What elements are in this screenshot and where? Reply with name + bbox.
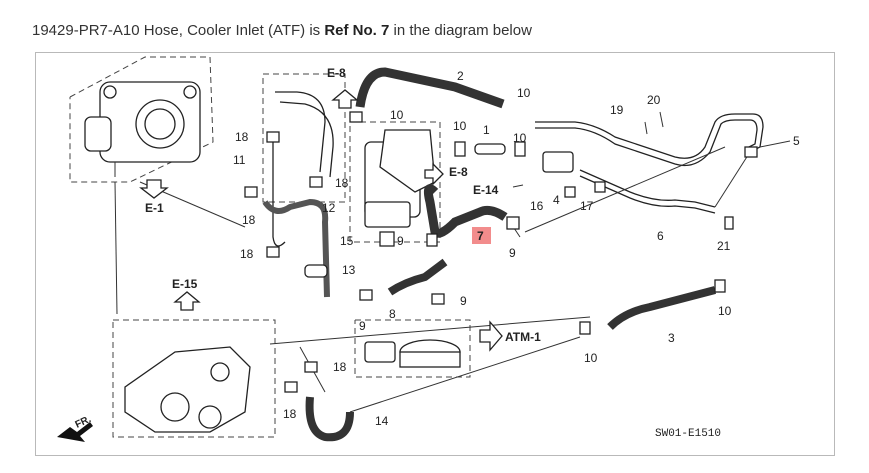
label: 2 [457,69,464,83]
label: 9 [359,319,366,333]
throttle-body [84,81,201,177]
label: 9 [397,234,404,248]
hose-8 [387,258,448,296]
label: 7 [477,229,484,243]
diagram-frame [35,52,835,456]
label: 18 [240,247,254,261]
label: E-14 [473,183,499,197]
label: E-8 [327,66,346,80]
label: ATM-1 [505,330,541,344]
caption-ref-number: Ref No. 7 [324,22,390,39]
label: E-1 [145,201,164,215]
label: 13 [342,263,356,277]
ref-7-highlight [472,227,491,244]
arrow-down-icon [139,179,169,199]
label: 18 [333,360,347,374]
caption-part-text: 19429-PR7-A10 Hose, Cooler Inlet (ATF) i… [32,22,321,39]
label: 10 [390,108,404,122]
label: 18 [242,213,256,227]
label: E-15 [172,277,198,291]
upper-tube-2 [279,101,334,178]
hose-7 [423,184,508,238]
clamp-10a [454,141,466,157]
diagram-code: SW01-E1510 [655,428,721,440]
cooler-line-5 [535,113,764,159]
fr-arrow-icon [57,422,93,442]
filter-outline [349,121,441,243]
label: 18 [283,407,297,421]
label: 14 [375,414,389,428]
atf-filter [364,129,436,228]
arrow-up-icon-2 [173,291,201,311]
label: 6 [657,229,664,243]
label: 10 [513,131,527,145]
arrow-up-icon [331,89,359,109]
cooler-line-6b [579,175,716,214]
label: 4 [553,193,560,207]
label: 15 [340,234,354,248]
label: 5 [793,134,800,148]
label: 16 [530,199,544,213]
upper-tube [275,91,326,173]
hose-1 [474,143,506,155]
cooler-line-5b [535,119,758,167]
cooler-line-6 [579,169,716,208]
hose-12 [262,198,330,298]
label: 9 [460,294,467,308]
arrow-icons [57,89,524,442]
label: 18 [235,130,249,144]
caption: 19429-PR7-A10 Hose, Cooler Inlet (ATF) i… [32,22,532,39]
label: 1 [483,123,490,137]
arrow-right-icon-2 [479,320,503,352]
label: 10 [453,119,467,133]
label: E-8 [449,165,468,179]
parts-diagram: 2 10 10 1 10 19 20 5 10 18 11 18 E-8 E-1… [57,56,800,442]
thermostat-outline [112,319,276,438]
clamps [244,111,758,393]
part-labels: 2 10 10 1 10 19 20 5 10 18 11 18 E-8 E-1… [145,66,800,428]
label: 12 [322,201,336,215]
atf-cooler [364,339,461,368]
label: 17 [580,199,594,213]
label: 11 [233,153,246,167]
hose-3 [607,286,717,330]
cooler-outline [354,319,471,378]
label: 9 [509,246,516,260]
throttle-body-outline [69,56,214,183]
label: 20 [647,93,661,107]
hose-14 [305,396,354,442]
thermostat-housing [124,346,251,433]
label: 21 [717,239,731,253]
label: 10 [584,351,598,365]
caption-suffix: in the diagram below [393,22,532,39]
clamp-10b [514,141,526,157]
union-4 [542,151,574,173]
breather-hose-outline [262,73,346,203]
label: 10 [517,86,531,100]
hose-11 [272,142,286,247]
label: 10 [718,304,732,318]
label: 18 [335,176,349,190]
label: 3 [668,331,675,345]
arrow-right-icon [424,162,444,186]
label: 19 [610,103,624,117]
label: 8 [389,307,396,321]
hose-2 [355,67,505,109]
